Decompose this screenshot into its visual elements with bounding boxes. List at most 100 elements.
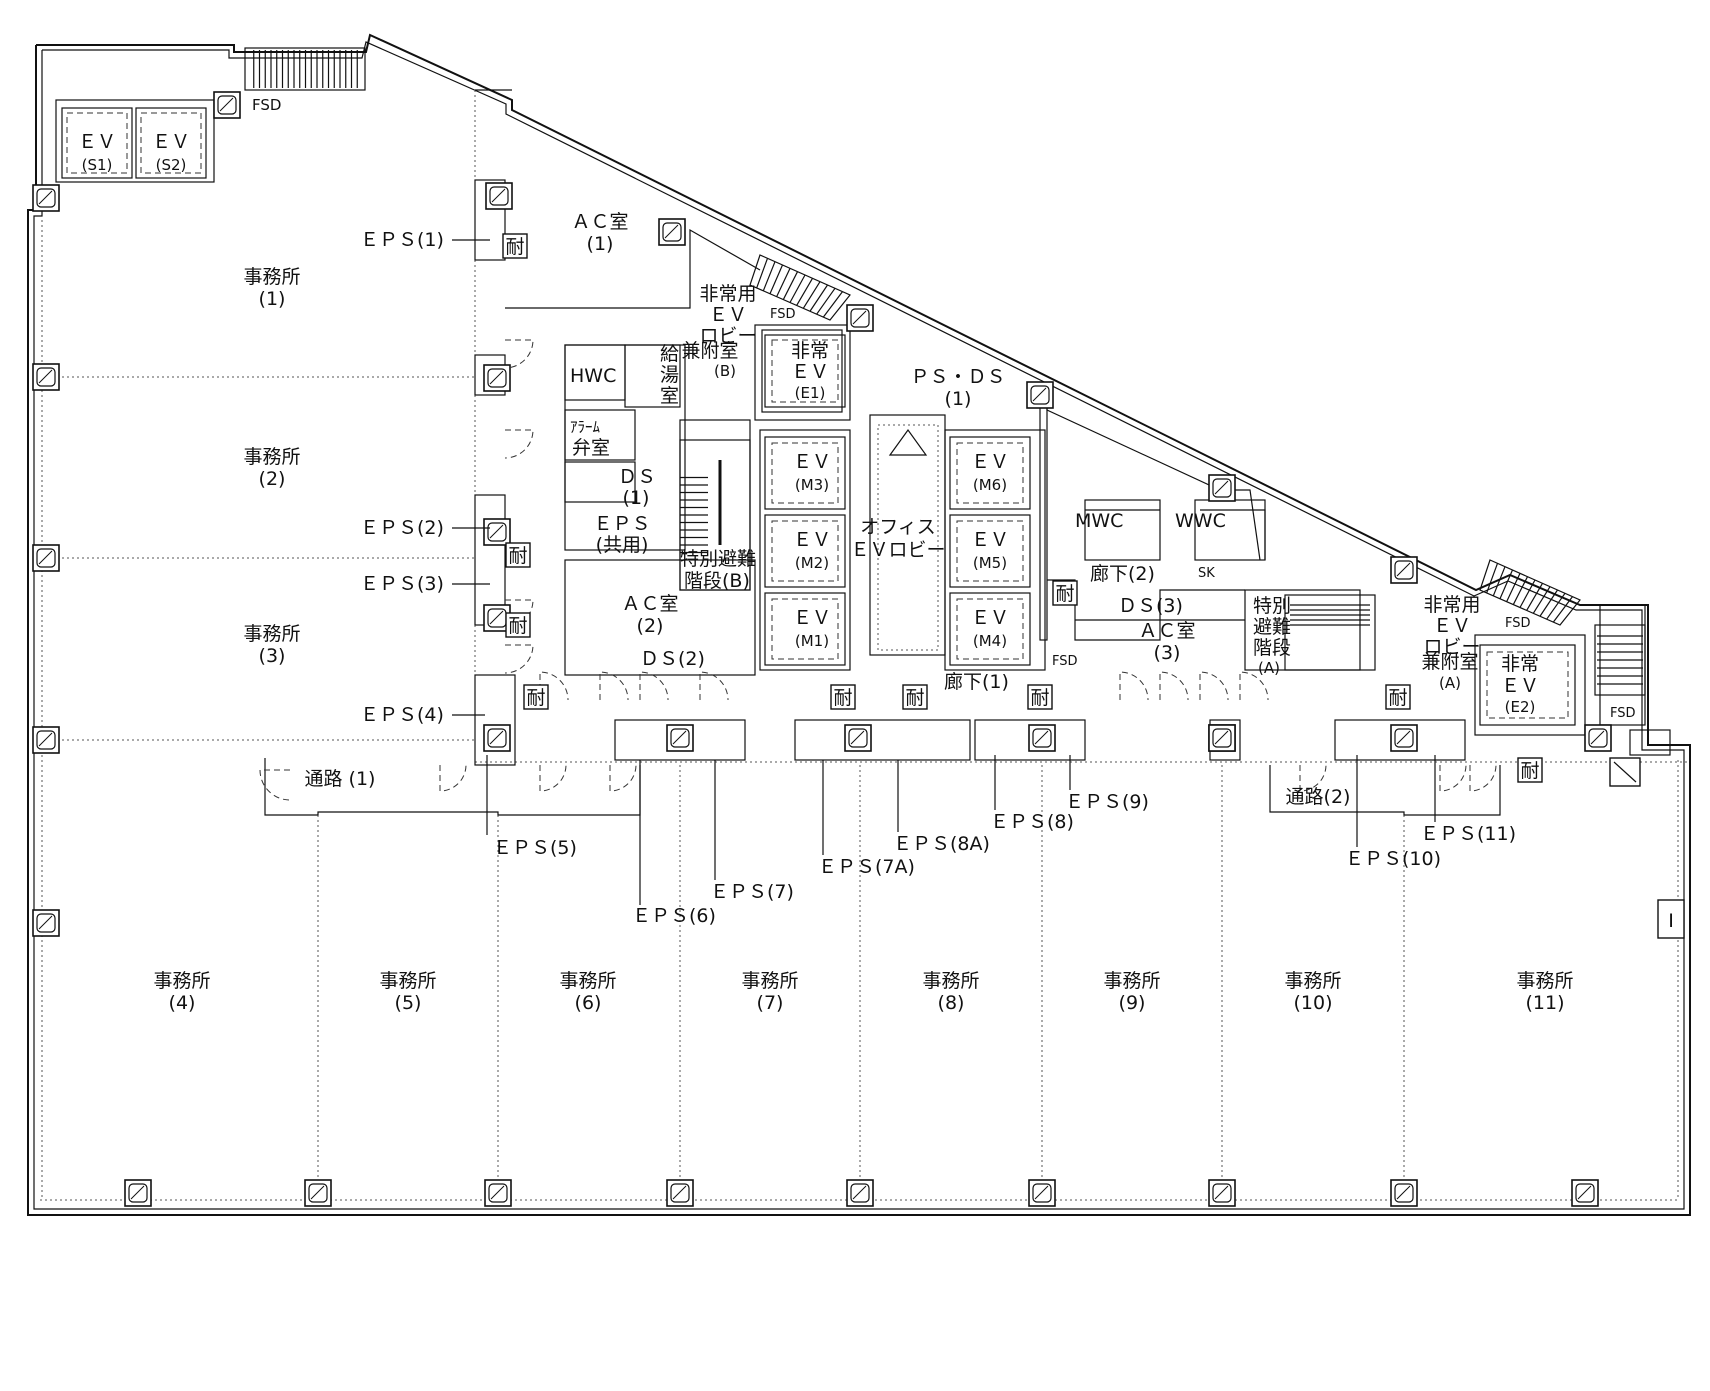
door-swing [1199,671,1229,701]
ev-m1-num: (M1) [795,632,829,650]
corridor-1-label: 廊下(1) [944,671,1009,693]
elevator-m2: ＥＶ (M2) [764,514,846,588]
fsd-label-1: FSD [252,96,281,114]
fire-resistant-marker: 耐 [1385,684,1411,710]
eps-7a-label: ＥＰＳ(7A) [818,856,915,878]
office-4-name: 事務所 [153,970,210,992]
passage-1-label: 通路 (1) [305,768,376,790]
ev-m5-num: (M5) [973,554,1007,572]
office-labels: 事務所 (1) 事務所 (2) 事務所 (3) 事務所 (4) 事務所 (5) … [153,266,1573,1014]
door-swing [1119,671,1149,701]
office-10-name: 事務所 [1284,970,1341,992]
stair-a-label-3: 階段 [1253,637,1291,659]
ev-e1-num: (E1) [795,384,826,402]
fire-resistant-marker: 耐 [1517,757,1543,783]
stair-right [1594,624,1646,696]
eps-5-label: ＥＰＳ(5) [493,837,577,859]
eps-9-label: ＥＰＳ(9) [1065,791,1149,813]
column [483,724,511,752]
ev-m3-num: (M3) [795,476,829,494]
corridor-boundary [264,758,1690,816]
alarm-label-1: ｱﾗｰﾑ [570,418,601,436]
sk-label: SK [1198,566,1215,581]
ds-3-label: ＤＳ(3) [1118,595,1183,617]
door-swing [1469,764,1497,792]
office-8-name: 事務所 [922,970,979,992]
mwc-label: MWC [1075,510,1123,532]
office-2-name: 事務所 [243,446,300,468]
stair-a [1284,594,1376,671]
fire-resistant-marker: 耐 [523,684,549,710]
elevator-m6: ＥＶ (M6) [949,436,1031,510]
svg-text:耐: 耐 [505,236,524,258]
office-1-name: 事務所 [243,266,300,288]
lobby-runway [877,424,939,651]
svg-text:耐: 耐 [526,687,545,709]
door-swing [259,769,291,801]
core-labels: ＡＣ室 (1) ＡＣ室 (2) ＡＣ室 (3) ＰＳ・ＤＳ (1) HWC 給 … [305,211,1481,808]
column [1208,1179,1236,1207]
door-swing [504,429,534,459]
kyuto-label-1: 給 [660,343,679,365]
elevator-m3: ＥＶ (M3) [764,436,846,510]
office-partitions [42,90,1405,1200]
fsd-label-5: FSD [1610,706,1636,721]
fire-resistant-marker: 耐 [1052,580,1078,606]
column [32,909,60,937]
column [1026,381,1054,409]
kyuto-label-2: 湯 [660,364,679,386]
column [124,1179,152,1207]
fsd-label-4: FSD [1505,616,1531,631]
stair-a-label-1: 特別 [1253,595,1291,617]
ev-e2-name-2: ＥＶ [1501,675,1539,697]
eps-3-label: ＥＰＳ(3) [360,573,444,595]
corridor-2-label: 廊下(2) [1090,563,1155,585]
eps-10-label: ＥＰＳ(10) [1345,848,1441,870]
hwc-label: HWC [570,365,616,387]
ds-1-name: ＤＳ [618,466,656,488]
fire-resistant-marker: 耐 [502,233,528,259]
eps-11-label: ＥＰＳ(11) [1420,823,1516,845]
ev-s2-name: ＥＶ [152,131,190,153]
ev-s2-num: (S2) [156,156,187,174]
stair-b [679,439,751,591]
misc-markers: FSD FSD FSD FSD FSD I [252,96,1685,939]
column [32,363,60,391]
core-rooms [564,344,1266,561]
ev-e1-name-1: 非常 [791,340,829,362]
emg-lobby-b-3: ロビー [699,325,756,347]
office-8-num: (8) [938,992,965,1014]
fire-resistant-marker: 耐 [902,684,928,710]
emg-lobby-a-2: ＥＶ [1433,615,1471,637]
svg-text:耐: 耐 [1055,583,1074,605]
column [1208,474,1236,502]
office-3-name: 事務所 [243,623,300,645]
elevator-m1: ＥＶ (M1) [764,592,846,666]
svg-text:耐: 耐 [508,615,527,637]
ev-m1-name: ＥＶ [793,607,831,629]
ev-s1-name: ＥＶ [78,131,116,153]
emg-lobby-a-1: 非常用 [1423,594,1480,616]
column [484,1179,512,1207]
elevator-s2: ＥＶ (S2) [135,107,207,179]
column [846,1179,874,1207]
alarm-label-2: 弁室 [572,437,610,459]
ev-e2-name-1: 非常 [1501,653,1539,675]
elevator-s1: ＥＶ (S1) [61,107,133,179]
eps-6-label: ＥＰＳ(6) [632,905,716,927]
eps-shared-num: (共用) [596,534,649,556]
svg-text:耐: 耐 [905,687,924,709]
ds-1-num: (1) [623,487,650,509]
ev-m3-name: ＥＶ [793,451,831,473]
column [483,364,511,392]
office-5-name: 事務所 [379,970,436,992]
fire-resistant-marker: 耐 [505,542,531,568]
ev-m4-name: ＥＶ [971,607,1009,629]
door-swing [504,644,534,674]
column [844,724,872,752]
office-7-num: (7) [757,992,784,1014]
office-11-num: (11) [1525,992,1564,1014]
ac-2-num: (2) [637,615,664,637]
eps-shared-name: ＥＰＳ [593,513,650,535]
ps-ds-num: (1) [945,388,972,410]
